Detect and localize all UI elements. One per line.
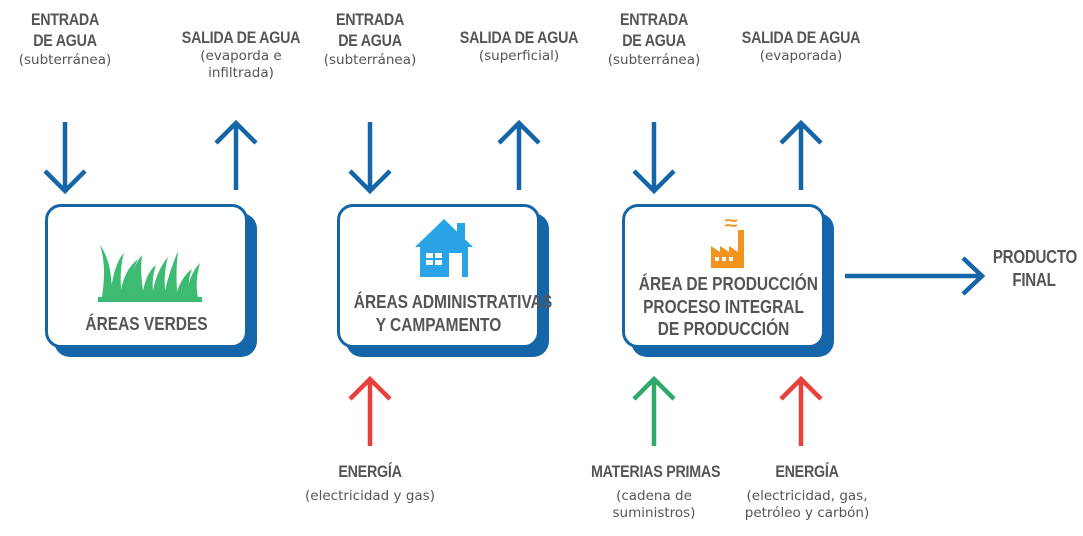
water-inflow-arrow-3 xyxy=(632,122,676,195)
energy-input-label-3: ENERGÍA (electricidad, gas, petróleo y c… xyxy=(744,462,870,522)
energy-input-arrow-2 xyxy=(348,375,392,446)
water-outflow-label-1: SALIDA DE AGUA (evaporda e infiltrada) xyxy=(181,28,301,82)
grass-icon xyxy=(98,245,202,302)
water-outflow-label-2: SALIDA DE AGUA (superficial) xyxy=(459,28,579,65)
area-box-green-areas: ÁREAS VERDES xyxy=(45,204,248,348)
area-title-green-areas: ÁREAS VERDES xyxy=(85,314,208,334)
materials-input-arrow-3 xyxy=(632,375,676,446)
materials-input-label-3: MATERIAS PRIMAS (cadena de suministros) xyxy=(591,462,721,522)
area-box-production: ÁREA DE PRODUCCIÓN PROCESO INTEGRAL DE P… xyxy=(622,204,825,348)
water-inflow-arrow-1 xyxy=(43,122,87,195)
area-title-administrative: ÁREAS ADMINISTRATIVAS Y CAMPAMENTO xyxy=(353,292,553,335)
energy-input-arrow-3 xyxy=(779,375,823,446)
energy-input-label-2: ENERGÍA (electricidad y gas) xyxy=(305,462,435,505)
water-outflow-arrow-3 xyxy=(779,119,823,190)
factory-icon xyxy=(711,219,744,268)
water-inflow-label-2: ENTRADA DE AGUA (subterránea) xyxy=(323,10,417,68)
water-outflow-arrow-2 xyxy=(497,119,541,190)
area-title-production: ÁREA DE PRODUCCIÓN PROCESO INTEGRAL DE P… xyxy=(638,274,818,339)
final-product-label: PRODUCTO FINAL xyxy=(992,247,1078,290)
water-inflow-label-1: ENTRADA DE AGUA (subterránea) xyxy=(18,10,112,68)
product-output-arrow xyxy=(845,256,986,296)
water-outflow-label-3: SALIDA DE AGUA (evaporada) xyxy=(741,28,861,65)
water-inflow-arrow-2 xyxy=(348,122,392,195)
house-icon xyxy=(415,219,473,277)
water-outflow-arrow-1 xyxy=(214,119,258,190)
area-box-administrative: ÁREAS ADMINISTRATIVAS Y CAMPAMENTO xyxy=(337,204,553,348)
water-inflow-label-3: ENTRADA DE AGUA (subterránea) xyxy=(607,10,701,68)
